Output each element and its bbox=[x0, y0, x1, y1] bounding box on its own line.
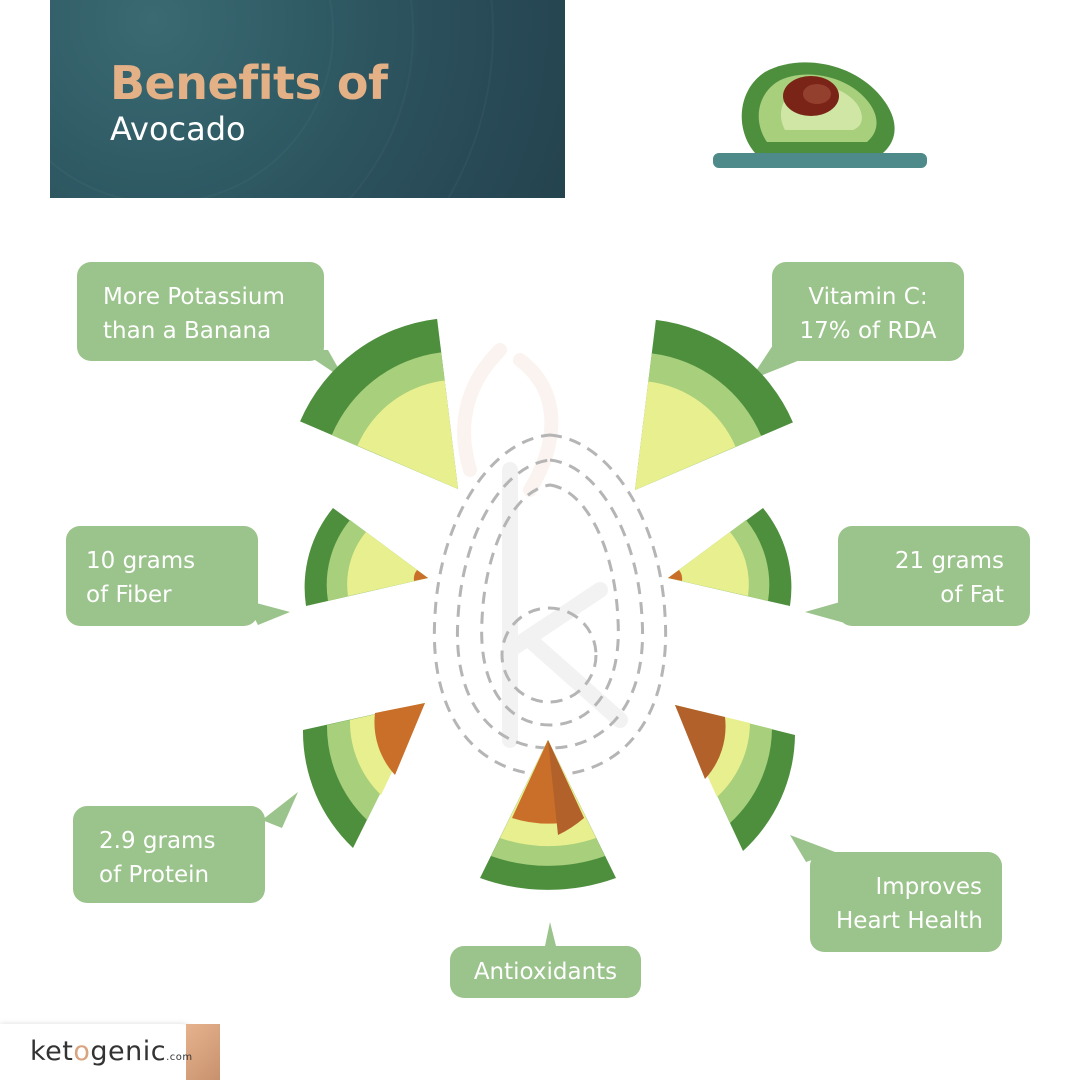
avocado-slice-icon bbox=[675, 705, 795, 851]
avocado-slice-icon bbox=[302, 703, 425, 848]
benefit-bubble-vitamin-c: Vitamin C: 17% of RDA bbox=[772, 262, 964, 361]
benefit-text: More Potassium bbox=[103, 284, 285, 310]
brand-name-part: genic bbox=[90, 1036, 167, 1067]
bubble-tails bbox=[245, 342, 852, 946]
benefit-text: Heart Health bbox=[836, 908, 983, 934]
header-banner: Benefits of Avocado bbox=[50, 0, 565, 198]
benefit-bubble-potassium: More Potassium than a Banana bbox=[77, 262, 324, 361]
benefit-bubble-heart: Improves Heart Health bbox=[810, 852, 1002, 952]
benefit-bubble-fiber: 10 grams of Fiber bbox=[66, 526, 258, 626]
ketogenic-logo-icon: ketogenic.com bbox=[30, 1036, 193, 1067]
benefit-bubble-protein: 2.9 grams of Protein bbox=[73, 806, 265, 903]
benefit-text: of Fiber bbox=[86, 582, 172, 608]
brand-card bbox=[0, 1024, 195, 1080]
benefit-text: Improves bbox=[875, 874, 982, 900]
benefit-text: of Fat bbox=[940, 582, 1004, 608]
avocado-half-icon bbox=[713, 62, 927, 168]
brand-suffix: .com bbox=[166, 1052, 193, 1063]
benefit-text: than a Banana bbox=[103, 318, 272, 344]
benefit-text: Antioxidants bbox=[473, 959, 618, 985]
page-title: Benefits of bbox=[110, 56, 388, 110]
benefit-text: 10 grams bbox=[86, 548, 196, 574]
avocado-slice-icon bbox=[304, 508, 428, 606]
benefit-text: Vitamin C: bbox=[808, 284, 928, 310]
avocado-slice-icon bbox=[480, 740, 616, 890]
benefit-bubble-fat: 21 grams of Fat bbox=[838, 526, 1030, 626]
drop-letter-icon: o bbox=[73, 1036, 91, 1067]
benefit-text: 21 grams bbox=[894, 548, 1004, 574]
dashed-avocado-outline-icon bbox=[432, 433, 668, 777]
benefit-text: 2.9 grams bbox=[99, 828, 216, 854]
benefit-text: of Protein bbox=[99, 862, 210, 888]
brand-badge bbox=[186, 1024, 220, 1080]
benefit-bubble-antioxidants: Antioxidants bbox=[450, 946, 641, 998]
page-subtitle: Avocado bbox=[110, 110, 246, 148]
brand-name-part: ket bbox=[30, 1036, 74, 1067]
benefit-text: 17% of RDA bbox=[799, 318, 937, 344]
avocado-slice-icon bbox=[668, 508, 792, 606]
watermark-logo bbox=[457, 343, 628, 748]
